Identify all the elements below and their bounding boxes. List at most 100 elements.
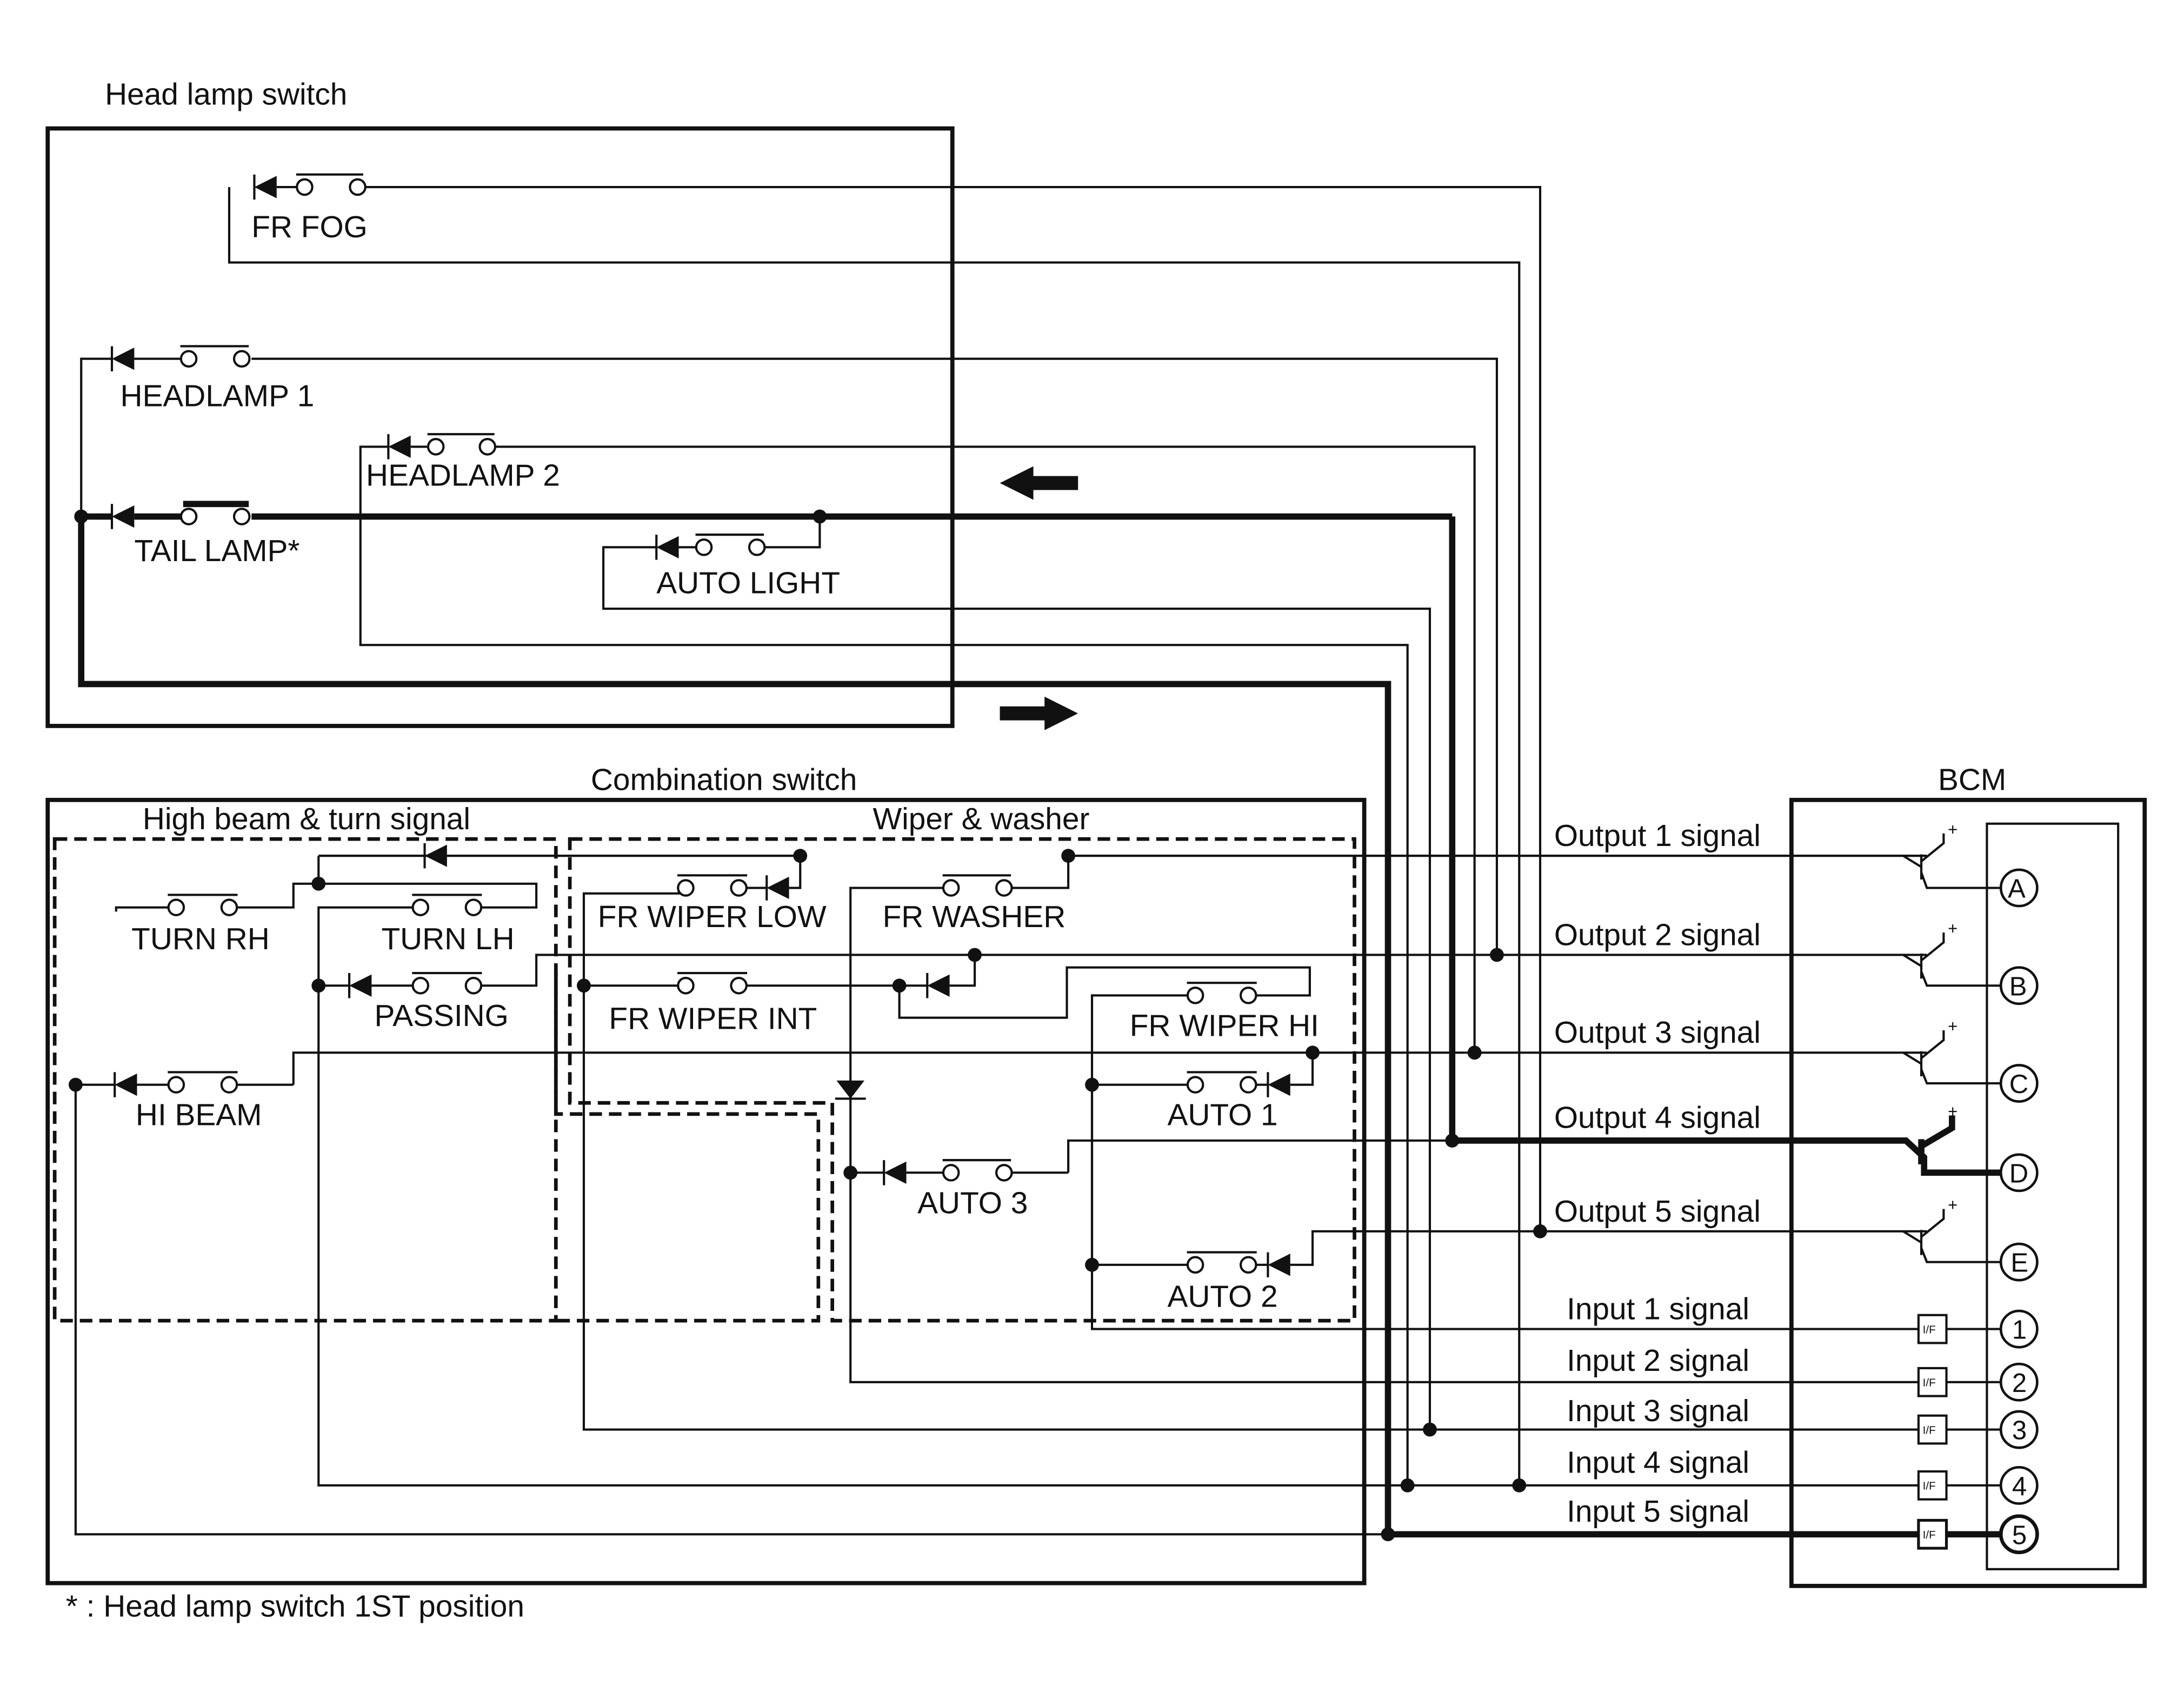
bold-wire — [78, 516, 1919, 1538]
fr-washer-label: FR WASHER — [883, 900, 1066, 934]
wire — [359, 445, 1409, 1485]
junction-dot — [1512, 1478, 1527, 1493]
contact — [995, 879, 1013, 897]
transistor-icon: + — [1902, 819, 2002, 889]
svg-text:1: 1 — [2012, 1316, 2027, 1345]
contact — [677, 879, 695, 897]
auto-light-label: AUTO LIGHT — [656, 567, 840, 601]
junction-dot — [1467, 1045, 1482, 1060]
wire — [235, 882, 319, 909]
signal-labels: Output 1 signal Output 2 signal Output 3… — [1554, 819, 1761, 1529]
flow-arrows — [1000, 466, 1078, 730]
contact — [1239, 987, 1257, 1004]
input-1-label: Input 1 signal — [1567, 1292, 1749, 1327]
turn-rh-label: TURN RH — [131, 922, 270, 956]
hi-beam-label: HI BEAM — [136, 1098, 262, 1132]
junction-dot — [1306, 1045, 1320, 1060]
junction-dot — [1061, 849, 1076, 863]
contact — [1186, 1076, 1204, 1094]
turn-lh-label: TURN LH — [381, 922, 514, 956]
wire — [318, 882, 538, 909]
contact — [1239, 1256, 1257, 1274]
wire — [1090, 994, 1196, 1085]
interface-blocks: I/F I/F I/F I/F I/F — [1917, 1314, 1948, 1550]
svg-text:B: B — [2009, 972, 2027, 1001]
svg-text:I/F: I/F — [1923, 1424, 1936, 1436]
terminal-2 — [1999, 1362, 2039, 1402]
contact — [942, 879, 960, 897]
diode-icon — [835, 1080, 866, 1100]
junction-dot — [1381, 1527, 1395, 1542]
contact — [1186, 1256, 1204, 1274]
contact — [296, 178, 314, 196]
auto1-label: AUTO 1 — [1167, 1098, 1277, 1132]
thin-wires — [74, 185, 2002, 1536]
wire — [74, 1084, 1388, 1536]
contact — [677, 977, 695, 995]
auto3-label: AUTO 3 — [917, 1186, 1028, 1220]
contact — [232, 508, 251, 525]
output-4-label: Output 4 signal — [1554, 1101, 1761, 1135]
diode-icon — [387, 434, 428, 459]
junction-dot — [1533, 1224, 1547, 1238]
transistor-icon: + — [1918, 1102, 1957, 1164]
junction-dot — [793, 849, 808, 863]
junction-dot — [74, 509, 89, 524]
bcm-transistors: + + + + + — [1902, 819, 2002, 1263]
left-flow-arrow-icon — [1000, 466, 1078, 500]
contact — [179, 350, 198, 368]
input-5-label: Input 5 signal — [1567, 1495, 1749, 1529]
interface-block: I/F — [1917, 1414, 1948, 1445]
contact — [695, 538, 713, 556]
contact — [349, 178, 367, 196]
plus-sign: + — [1948, 819, 1957, 838]
contact — [730, 977, 748, 995]
svg-text:I/F: I/F — [1923, 1529, 1936, 1541]
wire — [949, 955, 976, 987]
input-3-label: Input 3 signal — [1567, 1394, 1749, 1428]
terminal-b — [1999, 966, 2039, 1005]
headlamp1-label: HEADLAMP 1 — [121, 379, 315, 414]
junction-dot — [1400, 1478, 1415, 1493]
tail-lamp-label: TAIL LAMP* — [134, 534, 299, 568]
junction-dot — [68, 1077, 83, 1092]
wire — [849, 1082, 1919, 1383]
svg-text:I/F: I/F — [1923, 1323, 1936, 1336]
interface-block: I/F — [1917, 1518, 1948, 1550]
junction-dot — [311, 876, 326, 891]
contact — [411, 898, 430, 916]
wire — [366, 185, 1542, 1231]
terminal-c — [1999, 1064, 2039, 1103]
wire — [1067, 1139, 1453, 1173]
junction-dot — [1423, 1422, 1437, 1437]
bold-wire — [1449, 516, 2002, 1176]
junction-dot — [843, 1165, 858, 1180]
terminal-5 — [1999, 1514, 2039, 1555]
junction-dot — [1445, 1134, 1460, 1148]
wire — [789, 856, 802, 889]
switch-contacts — [134, 173, 1257, 1274]
plus-sign: + — [1948, 1195, 1957, 1214]
transistor-icon: + — [1902, 919, 2002, 987]
wire — [602, 546, 1431, 1430]
wire — [582, 985, 1919, 1431]
wire — [475, 954, 975, 987]
output-3-label: Output 3 signal — [1554, 1016, 1761, 1050]
contact — [427, 438, 445, 456]
wire — [115, 906, 171, 912]
svg-text:C: C — [2009, 1070, 2028, 1099]
contact — [411, 977, 430, 995]
diodes — [110, 174, 1290, 1278]
diode-icon — [1267, 1072, 1290, 1097]
interface-block: I/F — [1917, 1470, 1948, 1501]
output-5-label: Output 5 signal — [1554, 1195, 1761, 1229]
wire — [1290, 1052, 1314, 1086]
fr-wiper-low-label: FR WIPER LOW — [598, 900, 827, 934]
wire — [1002, 856, 1070, 889]
wiper-washer-title: Wiper & washer — [873, 802, 1090, 836]
switch-labels: FR FOG HEADLAMP 1 HEADLAMP 2 TAIL LAMP* … — [121, 210, 1319, 1314]
diode-icon — [423, 843, 447, 869]
wire — [251, 357, 1499, 955]
svg-text:I/F: I/F — [1923, 1480, 1936, 1493]
junction-dots — [68, 509, 1547, 1542]
